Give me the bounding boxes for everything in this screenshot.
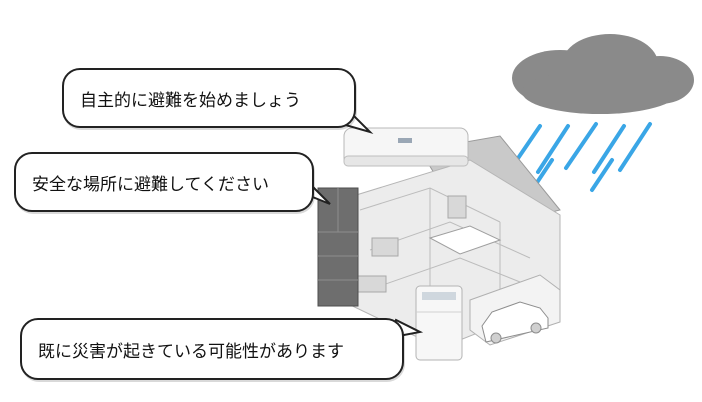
air-purifier-icon (415, 285, 463, 361)
bubble-text: 既に災害が起きている可能性があります (38, 341, 344, 362)
refrigerator-icon (317, 187, 359, 307)
air-conditioner-icon (343, 127, 469, 167)
bubble-text: 自主的に避難を始めましょう (80, 90, 301, 111)
rain-cloud-icon (512, 34, 694, 114)
bubble-text: 安全な場所に避難してください (32, 174, 269, 195)
speech-bubble-evacuate-safe-place: 安全な場所に避難してください (14, 152, 314, 212)
speech-bubble-disaster-may-occur: 既に災害が起きている可能性があります (20, 318, 404, 380)
speech-bubble-voluntary-evacuation: 自主的に避難を始めましょう (62, 68, 356, 128)
house-cutaway-icon (339, 135, 561, 349)
